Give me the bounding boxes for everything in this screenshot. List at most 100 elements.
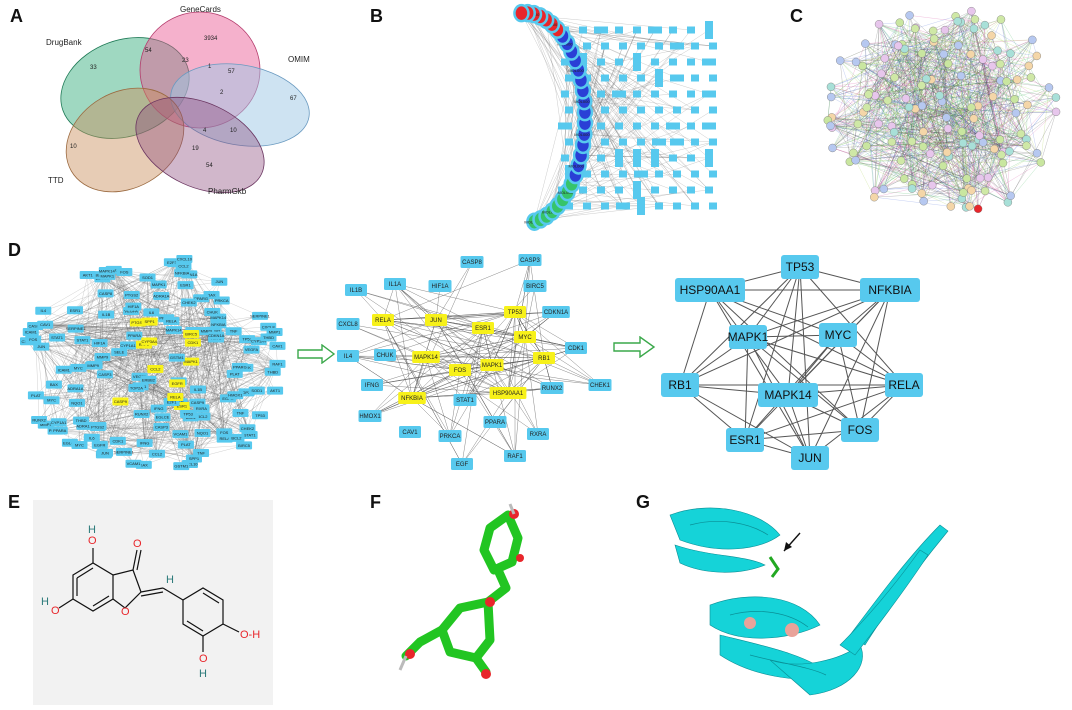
target-node xyxy=(597,122,605,130)
protein-node xyxy=(943,59,953,68)
gene-label: MMP1 xyxy=(269,329,281,334)
gene-label: CCL2 xyxy=(178,263,189,268)
gene-label: HSP90AA1 xyxy=(493,391,524,397)
protein-node xyxy=(894,41,903,51)
gene-label: HMOX1 xyxy=(228,393,243,398)
protein-node xyxy=(887,137,897,147)
gene-label: CHUK xyxy=(207,309,219,314)
protein-node xyxy=(883,96,892,105)
protein-node xyxy=(957,127,967,136)
structure-2d: O H O H O H O O-H O H xyxy=(41,524,260,680)
protein-node xyxy=(895,18,904,27)
protein-node xyxy=(919,197,928,206)
gene-node xyxy=(225,327,242,336)
gene-label: MAPK14 xyxy=(166,328,183,333)
gene-label: ADRA1A xyxy=(153,294,169,299)
gene-label: SELE xyxy=(114,350,125,355)
protein-node xyxy=(826,82,836,92)
protein-node xyxy=(990,144,999,154)
protein-node xyxy=(943,124,953,133)
protein-node xyxy=(879,184,888,194)
gene-label: IFNG xyxy=(365,383,380,389)
gene-node xyxy=(248,386,265,395)
gene-label: RAF1 xyxy=(272,361,283,366)
target-node xyxy=(597,58,605,66)
venn-count: 33 xyxy=(90,65,97,71)
gene-label: IL6 xyxy=(149,310,155,315)
protein-node xyxy=(1044,83,1054,92)
target-node xyxy=(633,181,641,199)
gene-node xyxy=(89,422,106,431)
protein-node xyxy=(953,17,962,26)
gene-label: PTGS2 xyxy=(125,292,139,297)
hub-gene-node xyxy=(781,255,819,279)
gene-label: AKT1 xyxy=(83,272,94,277)
gene-node xyxy=(533,352,555,364)
gene-node xyxy=(540,382,564,394)
compound-label: MOL000 xyxy=(557,190,573,195)
target-node xyxy=(601,138,609,146)
gene-label: CXCL8 xyxy=(338,322,358,328)
protein-node xyxy=(928,26,938,36)
panel-label-e: E xyxy=(8,492,21,512)
gene-node xyxy=(269,359,286,368)
gene-label: EGFR xyxy=(172,381,183,386)
gene-node xyxy=(226,369,243,378)
gene-node xyxy=(231,362,248,371)
gene-node xyxy=(177,440,194,449)
gene-node xyxy=(133,409,150,418)
gene-label: RUNX2 xyxy=(135,411,149,416)
protein-node xyxy=(864,90,873,99)
gene-node xyxy=(125,459,142,468)
protein-node xyxy=(826,121,835,130)
gene-node xyxy=(252,411,269,420)
gene-node xyxy=(504,450,526,462)
gene-label: RB1 xyxy=(538,356,550,362)
gene-label: HIF1A xyxy=(94,340,106,345)
gene-node xyxy=(518,254,542,266)
venn-set-omim xyxy=(170,63,310,147)
gene-node xyxy=(43,396,60,405)
protein-node xyxy=(965,202,974,211)
target-node xyxy=(709,106,717,114)
panel-label-g: G xyxy=(636,492,651,512)
gene-node xyxy=(193,294,210,303)
gene-label: HMOX1 xyxy=(359,414,381,420)
protein-node xyxy=(917,49,927,58)
protein-node xyxy=(998,158,1008,168)
gene-node xyxy=(148,449,165,458)
gene-label: BIRC5 xyxy=(526,284,544,290)
protein-node xyxy=(1022,141,1031,150)
target-node xyxy=(651,122,659,130)
gene-node xyxy=(453,394,477,406)
gene-label: PPARA xyxy=(485,420,505,426)
venn-set-drugbank xyxy=(60,37,190,139)
ppi-network xyxy=(823,6,1061,214)
protein-node xyxy=(987,31,996,40)
target-node xyxy=(616,202,630,210)
gene-label: CAV1 xyxy=(402,430,418,436)
protein-node xyxy=(917,189,926,198)
gene-label: PLAT xyxy=(230,371,240,376)
protein-node xyxy=(988,92,998,101)
target-node xyxy=(615,26,623,34)
target-node xyxy=(565,138,573,146)
gene-node xyxy=(150,280,167,289)
target-node xyxy=(619,106,627,114)
gene-label: MYC xyxy=(75,442,84,447)
target-node xyxy=(705,186,713,194)
venn-diagram: DrugBank GeneCards OMIM TTD PharmGkb 33 … xyxy=(46,5,310,196)
hub-gene-node xyxy=(860,278,920,302)
protein-node xyxy=(877,69,886,78)
gene-label: CYP3A4 xyxy=(251,339,267,344)
gene-label: CASP8 xyxy=(462,260,482,266)
gene-label: IL1B xyxy=(194,387,203,392)
target-node xyxy=(561,58,569,66)
target-node xyxy=(619,42,627,50)
gene-label: CXCL8 xyxy=(262,324,276,329)
gene-node xyxy=(139,273,156,282)
panel-label-c: C xyxy=(790,6,803,26)
gene-node xyxy=(67,384,84,393)
target-node xyxy=(709,74,717,82)
